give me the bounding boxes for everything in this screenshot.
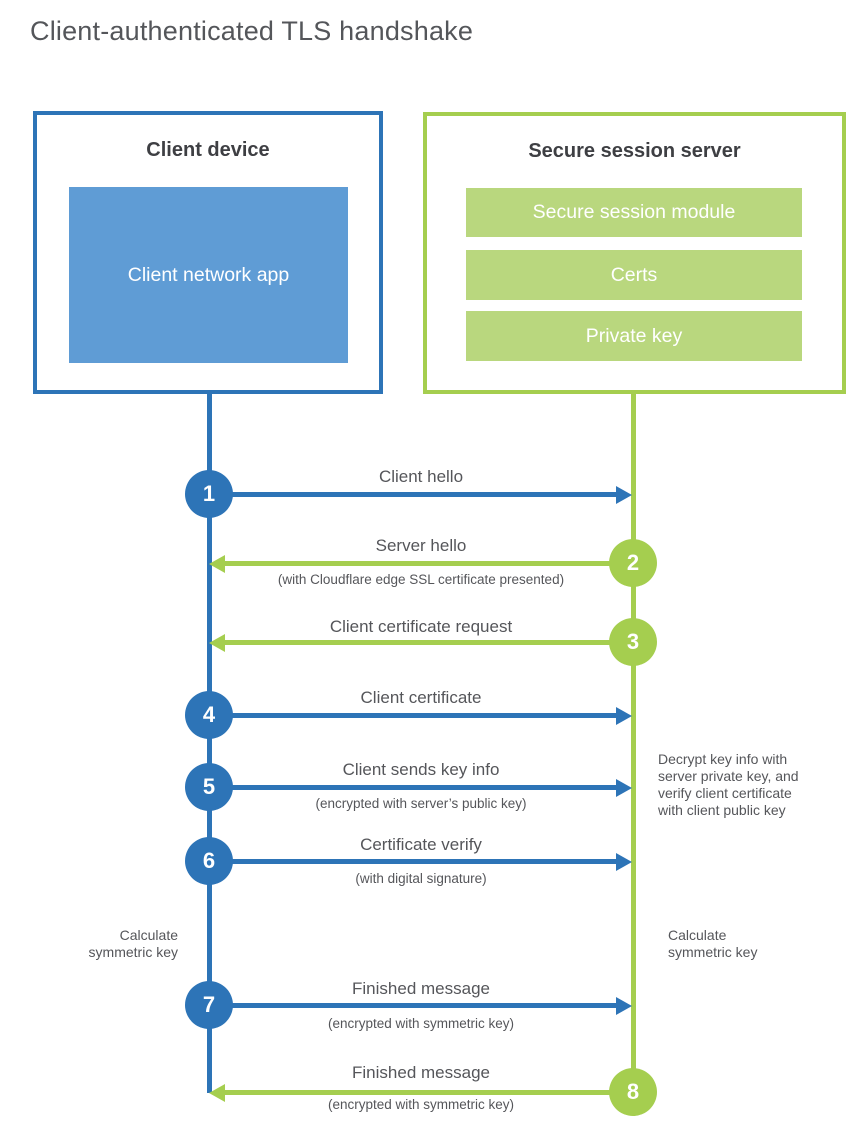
- step-2-label: Server hello: [375, 536, 467, 555]
- arrow-client-sends-key-info: [230, 785, 617, 790]
- arrow-client-hello: [230, 492, 617, 497]
- step-5-label: Client sends key info: [342, 760, 500, 779]
- client-network-app-label: Client network app: [127, 263, 290, 286]
- client-lifeline: [207, 392, 212, 1093]
- decrypt-note-line: server private key, and: [658, 768, 799, 784]
- step-8-label: Finished message: [352, 1063, 490, 1082]
- step-6-sublabel: (with digital signature): [355, 871, 487, 886]
- client-network-app-box: Client network app: [69, 187, 348, 363]
- arrow-certificate-verify: [230, 859, 617, 864]
- step-4-label: Client certificate: [360, 688, 482, 707]
- arrow-server-hello: [224, 561, 611, 566]
- step-2-badge: 2: [609, 539, 657, 587]
- step-5-sublabel: (encrypted with server’s public key): [315, 796, 527, 811]
- calculate-symmetric-key-note-client: Calculate symmetric key: [88, 927, 178, 960]
- server-lifeline: [631, 392, 636, 1093]
- calculate-symmetric-key-note-server: Calculate symmetric key: [668, 927, 758, 960]
- secure-session-server-title: Secure session server: [528, 140, 741, 162]
- step-4-badge: 4: [185, 691, 233, 739]
- client-device-title: Client device: [146, 139, 270, 161]
- decrypt-note-line: Decrypt key info with: [658, 751, 788, 767]
- step-6-label: Certificate verify: [360, 835, 482, 854]
- step-1-badge: 1: [185, 470, 233, 518]
- step-3-label: Client certificate request: [329, 617, 513, 636]
- step-8-badge: 8: [609, 1068, 657, 1116]
- step-7-label: Finished message: [352, 979, 490, 998]
- step-2-sublabel: (with Cloudflare edge SSL certificate pr…: [277, 572, 565, 587]
- step-8-sublabel: (encrypted with symmetric key): [327, 1097, 515, 1112]
- step-3-badge: 3: [609, 618, 657, 666]
- step-5-badge: 5: [185, 763, 233, 811]
- page-title: Client-authenticated TLS handshake: [30, 16, 474, 46]
- arrow-client-certificate-request: [224, 640, 611, 645]
- private-key-bar: Private key: [466, 311, 802, 361]
- arrow-client-certificate: [230, 713, 617, 718]
- step-1-label: Client hello: [378, 467, 464, 486]
- step-7-badge: 7: [185, 981, 233, 1029]
- arrow-finished-message-server: [224, 1090, 611, 1095]
- secure-session-module-bar: Secure session module: [466, 188, 802, 237]
- certs-bar: Certs: [466, 250, 802, 300]
- step-7-sublabel: (encrypted with symmetric key): [327, 1016, 515, 1031]
- decrypt-note-line: with client public key: [658, 802, 786, 818]
- arrow-finished-message-client: [230, 1003, 617, 1008]
- decrypt-note-line: verify client certificate: [658, 785, 792, 801]
- decrypt-key-note: Decrypt key info with server private key…: [658, 751, 833, 819]
- step-6-badge: 6: [185, 837, 233, 885]
